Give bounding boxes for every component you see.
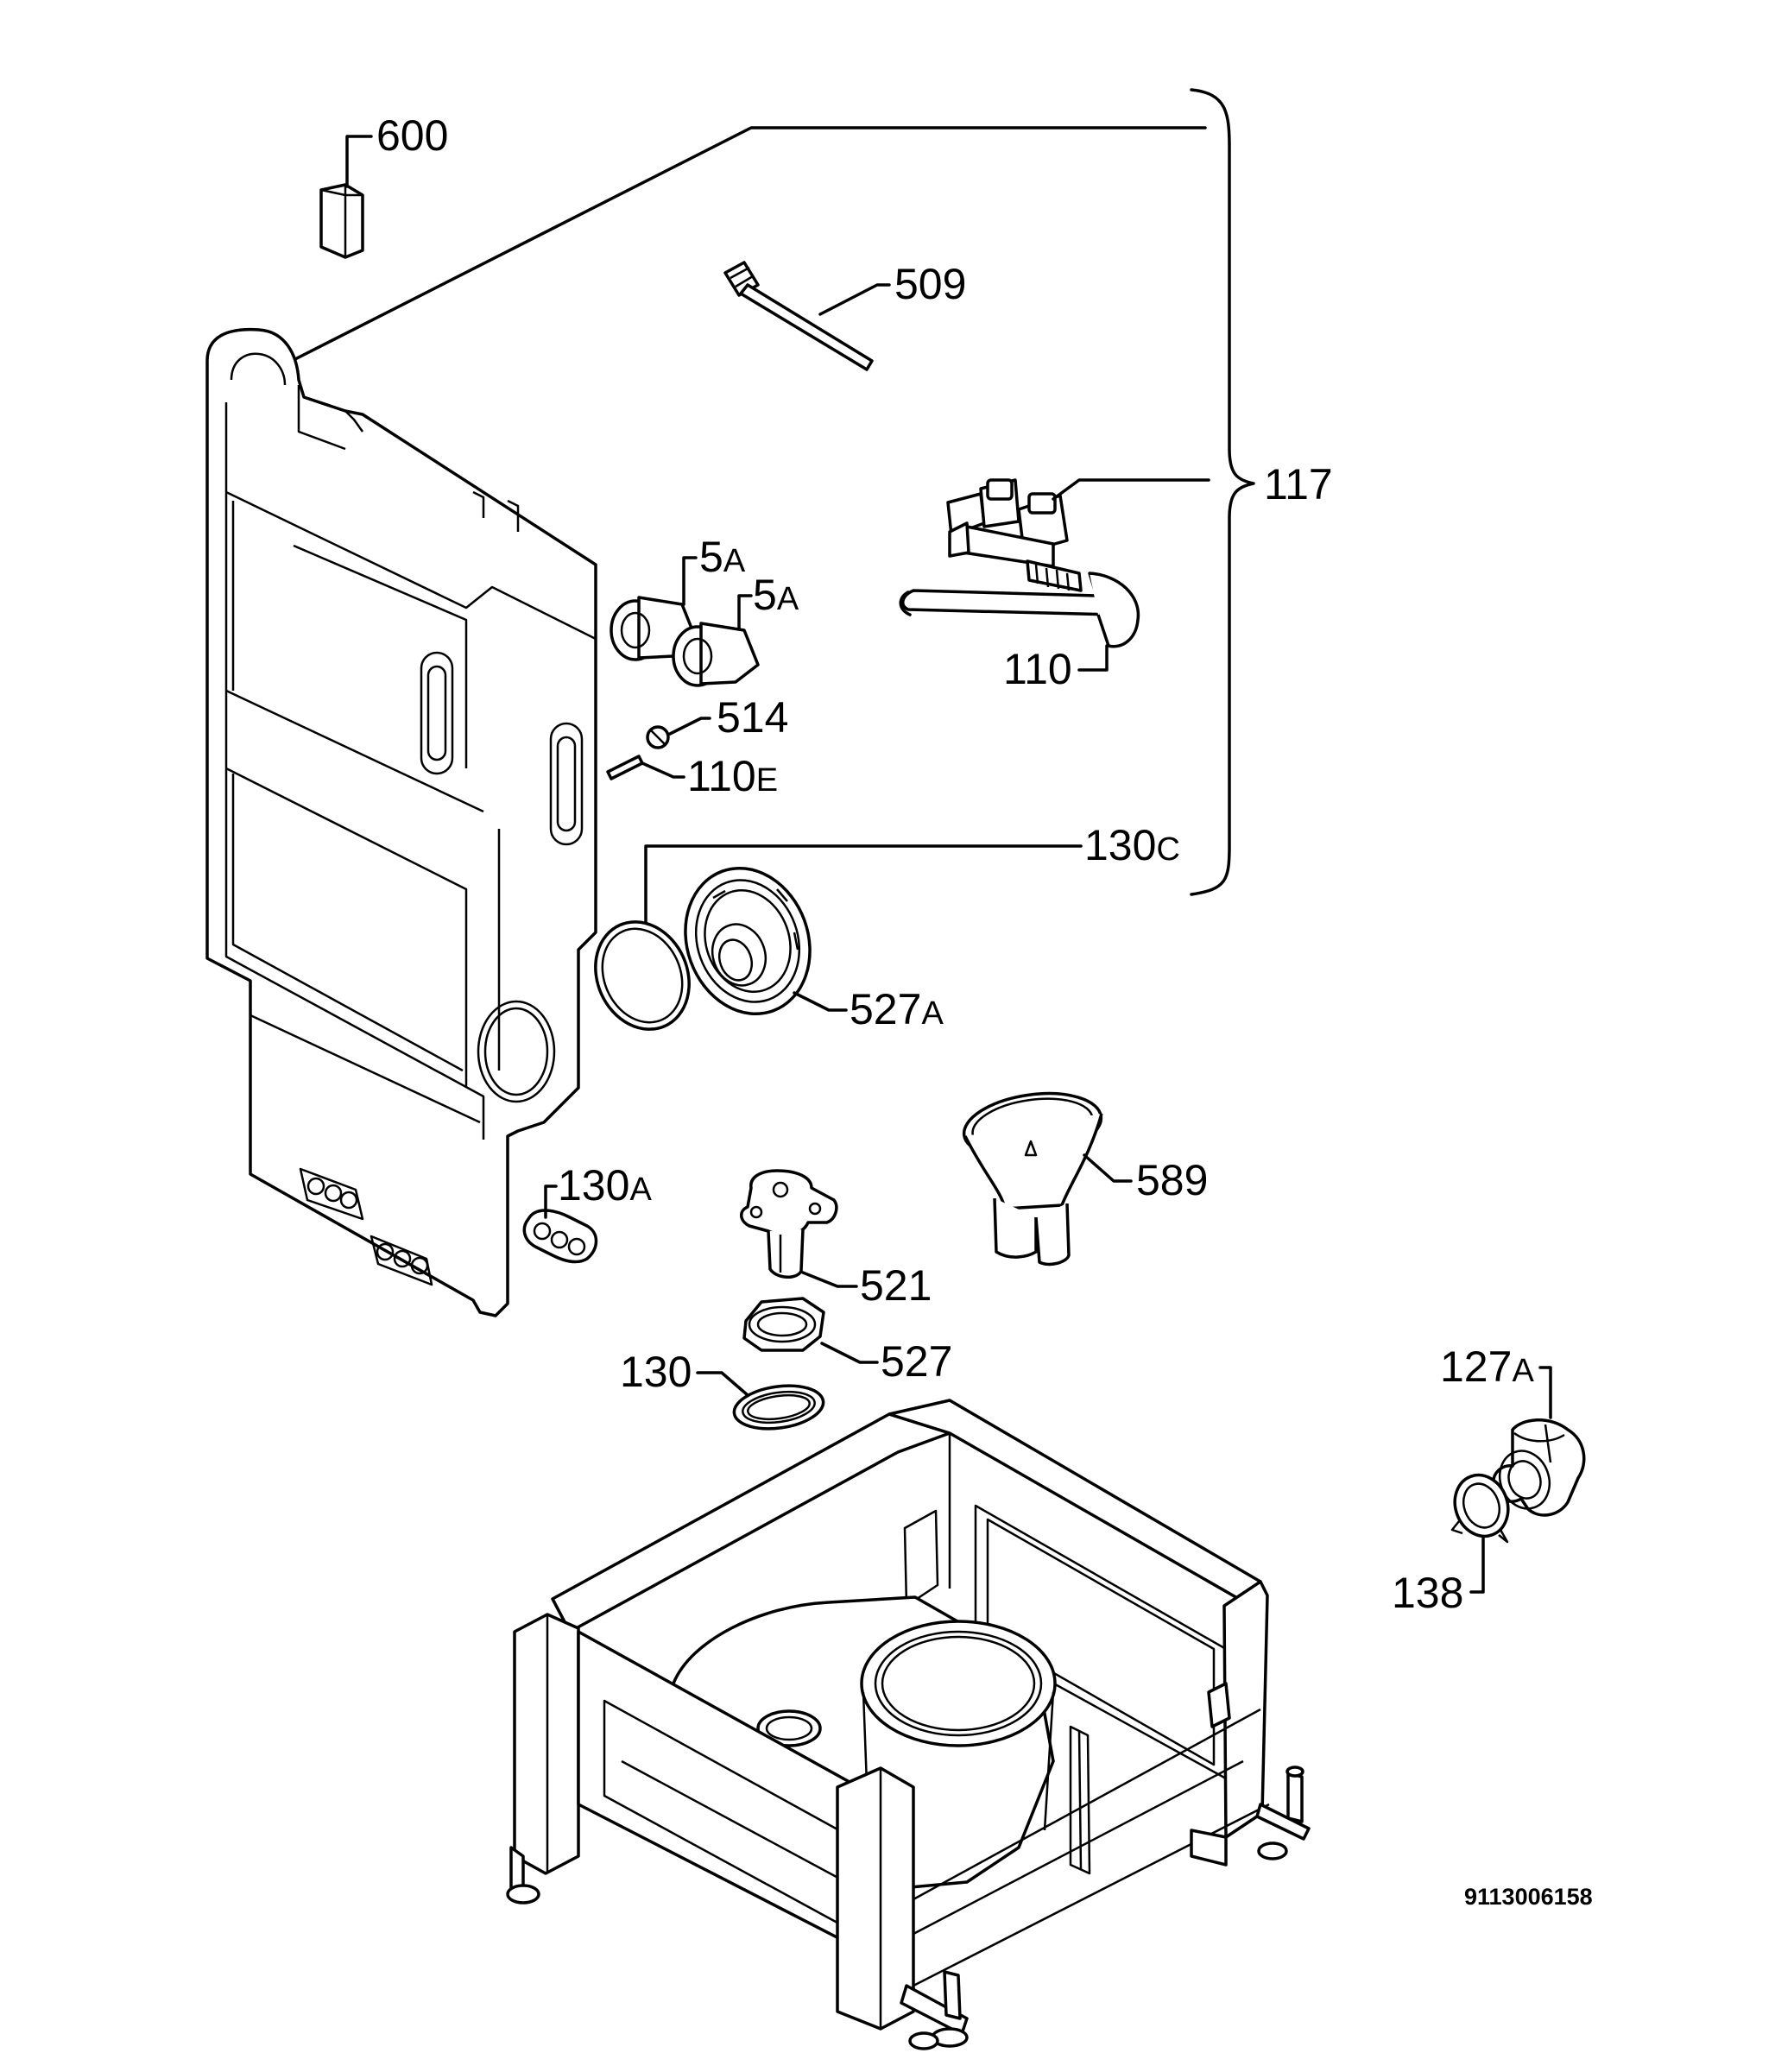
callout-130: 130 [620, 1348, 692, 1396]
part-130-seal: 130 [620, 1348, 825, 1431]
callout-509: 509 [894, 260, 966, 308]
part-589-funnel: 589 [962, 1091, 1208, 1267]
part-509: 509 [723, 260, 966, 371]
callout-117: 117 [1264, 460, 1333, 509]
callout-127a: 127A [1440, 1342, 1534, 1391]
part-527a: 527A [684, 866, 944, 1033]
callout-600: 600 [376, 111, 448, 160]
callout-130c: 130C [1084, 821, 1180, 869]
part-521: 521 [740, 1169, 932, 1310]
part-side-panel [205, 327, 597, 1317]
part-600: 600 [319, 111, 448, 259]
part-110e: 110E [606, 752, 778, 800]
part-127a: 127A [1440, 1342, 1586, 1517]
callout-138: 138 [1392, 1569, 1463, 1617]
callout-110e: 110E [687, 752, 778, 800]
part-110-hose: 110 [899, 572, 1140, 693]
part-inlet-valve [946, 478, 1210, 592]
part-base-frame [506, 1399, 1311, 2050]
part-138: 138 [1392, 1473, 1510, 1617]
callout-521: 521 [860, 1261, 932, 1310]
callout-130a: 130A [558, 1161, 652, 1210]
part-527-nut: 527 [742, 1297, 952, 1386]
callout-527a: 527A [850, 985, 944, 1033]
callout-589: 589 [1136, 1156, 1208, 1204]
part-514: 514 [646, 693, 788, 749]
part-5a-lower: 5A [672, 571, 799, 687]
part-130a: 130A [522, 1161, 652, 1264]
part-130c: 130C [594, 821, 1180, 1031]
document-number: 9113006158 [1464, 1884, 1593, 1910]
bracket-117: 117 [287, 88, 1333, 896]
callout-5a-upper: 5A [699, 533, 746, 581]
callout-5a-lower: 5A [753, 571, 799, 619]
callout-514: 514 [717, 693, 788, 742]
callout-527: 527 [881, 1337, 952, 1386]
callout-110: 110 [1003, 645, 1072, 693]
